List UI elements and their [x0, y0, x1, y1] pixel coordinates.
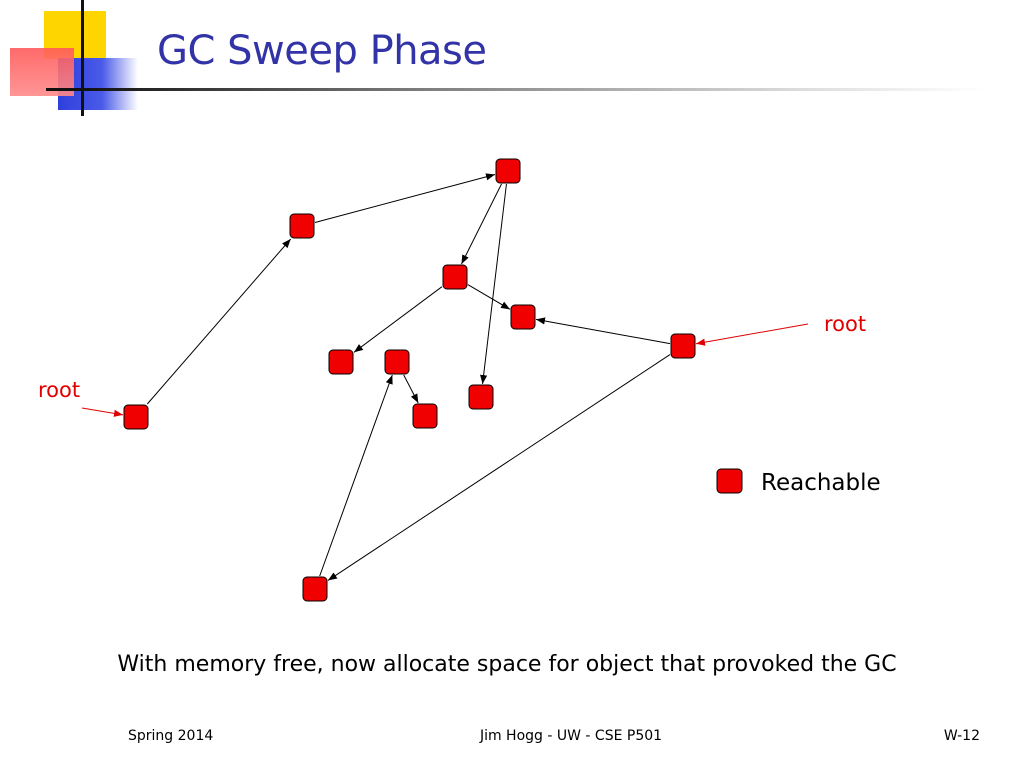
slide-logo	[0, 0, 150, 120]
roots-layer: root root	[38, 312, 866, 417]
object-node-n8	[670, 333, 696, 359]
edge-n4-to-n5	[467, 284, 511, 310]
title-rule	[84, 88, 984, 91]
object-node-n5	[510, 304, 536, 330]
slide-caption: With memory free, now allocate space for…	[117, 652, 897, 677]
root-left-label: root	[38, 378, 80, 402]
object-node-n1	[123, 404, 149, 430]
object-node-n9	[468, 384, 494, 410]
object-node-n10	[412, 403, 438, 429]
root-right-label: root	[824, 312, 866, 336]
legend-swatch	[716, 468, 743, 494]
edge-n3-to-n4	[461, 183, 502, 265]
logo-vertical-line	[81, 0, 84, 116]
object-node-n2	[289, 213, 315, 239]
edge-n8-to-n5	[535, 317, 671, 345]
footer-author: Jim Hogg - UW - CSE P501	[479, 728, 663, 744]
edges-layer	[146, 173, 671, 581]
object-node-n3	[495, 158, 521, 184]
edge-n11-to-n7	[319, 374, 393, 577]
root-left-pointer	[81, 407, 124, 417]
edge-n1-to-n2	[146, 238, 292, 405]
root-right-pointer	[695, 323, 809, 346]
edge-n7-to-n10	[403, 374, 419, 404]
object-node-n7	[384, 349, 410, 375]
object-node-n4	[442, 264, 468, 290]
edge-n2-to-n3	[314, 173, 496, 224]
object-node-n11	[302, 576, 328, 602]
footer-slide-number: W-12	[943, 728, 980, 744]
edge-n3-to-n9	[480, 183, 507, 385]
nodes-layer	[123, 158, 696, 602]
slide-title: GC Sweep Phase	[157, 28, 487, 74]
edge-n8-to-n11	[327, 354, 671, 581]
legend-label: Reachable	[761, 470, 881, 496]
footer-date: Spring 2014	[128, 728, 214, 744]
object-node-n6	[328, 349, 354, 375]
edge-n4-to-n6	[353, 286, 443, 353]
legend: Reachable	[716, 468, 881, 496]
